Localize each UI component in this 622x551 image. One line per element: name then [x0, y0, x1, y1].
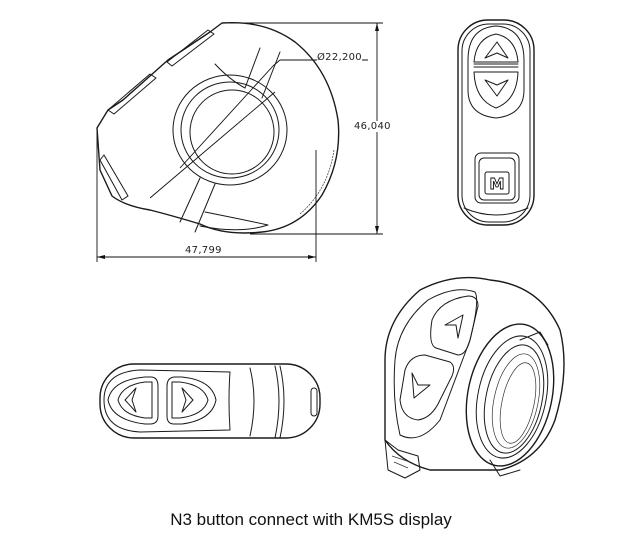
top-body	[99, 363, 321, 439]
figure-caption: N3 button connect with KM5S display	[170, 510, 452, 529]
iso-up-button[interactable]	[430, 295, 479, 356]
top-left-button[interactable]	[107, 376, 159, 425]
width-dimension-label: 47,799	[185, 245, 222, 256]
chevron-up-icon	[484, 41, 509, 59]
mode-button-label: M	[490, 175, 505, 193]
front-up-button[interactable]	[473, 33, 519, 68]
chevron-right-icon	[181, 387, 194, 413]
front-body	[457, 19, 535, 226]
chevron-up-icon	[444, 314, 464, 339]
chevron-down-icon	[411, 372, 431, 399]
front-mode-button[interactable]: M	[474, 152, 520, 204]
top-right-button[interactable]	[166, 376, 217, 425]
side-body	[96, 21, 340, 234]
iso-body	[384, 276, 565, 479]
height-dimension-label: 46,040	[354, 121, 391, 132]
chevron-left-icon	[124, 387, 137, 413]
front-down-button[interactable]	[473, 71, 519, 109]
iso-down-button[interactable]	[399, 354, 455, 421]
diameter-dimension-label: Ø22,200	[317, 52, 362, 63]
chevron-down-icon	[484, 79, 509, 97]
